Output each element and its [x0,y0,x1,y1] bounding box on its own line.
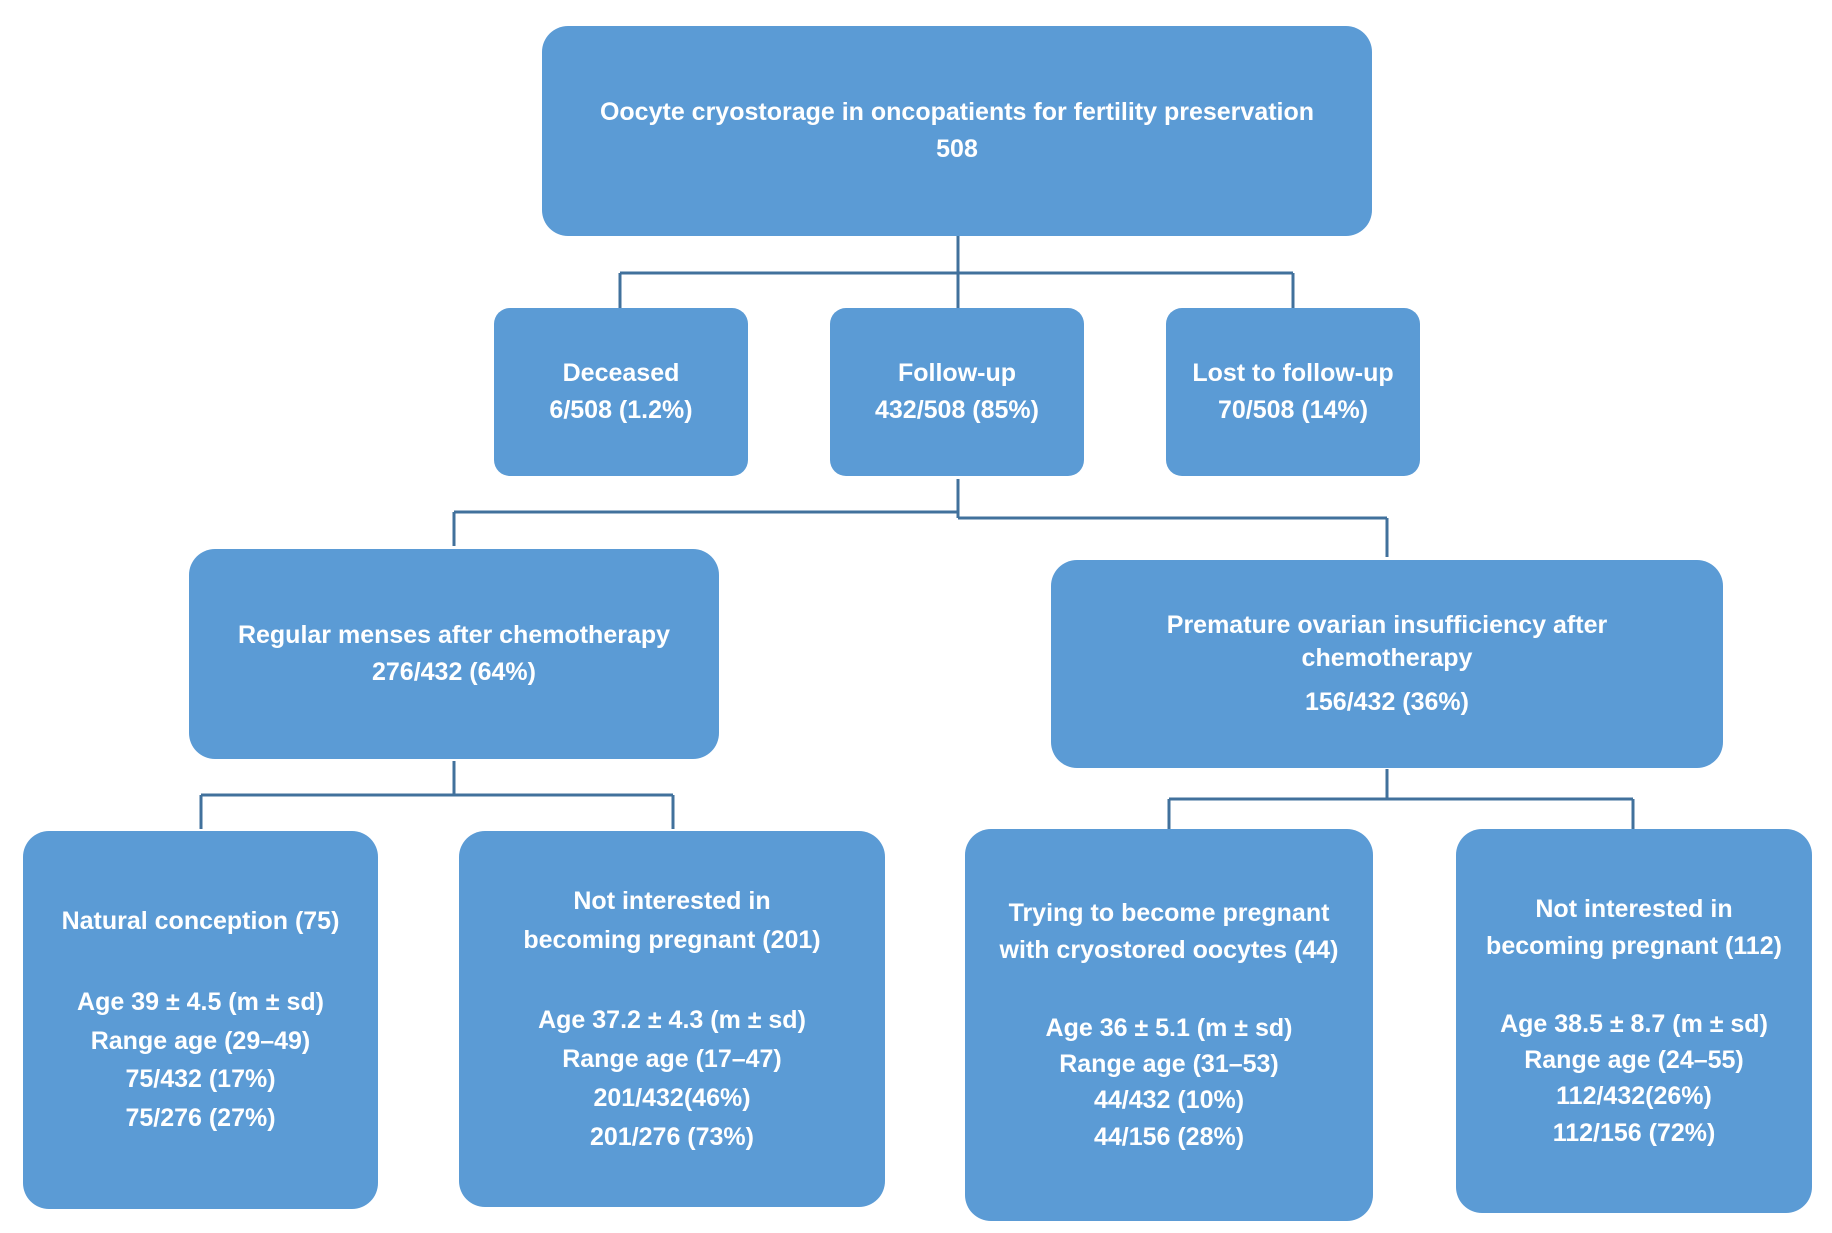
not-interested-regular-range: Range age (17–47) [562,1045,782,1073]
trying-age: Age 36 ± 5.1 (m ± sd) [1045,1013,1293,1042]
poi-title-line2: chemotherapy [1301,643,1473,672]
regular-menses-title: Regular menses after chemotherapy [237,620,671,649]
not-interested-poi-age: Age 38.5 ± 8.7 (m ± sd) [1500,1009,1768,1038]
lost-title: Lost to follow-up [1192,358,1394,387]
trying-range: Range age (31–53) [1059,1050,1279,1078]
natural-range: Range age (29–49) [90,1026,311,1055]
lost-node: Lost to follow-up 70/508 (14%) [1166,308,1420,476]
root-node: Oocyte cryostorage in oncopatients for f… [542,26,1372,236]
natural-age: Age 39 ± 4.5 (m ± sd) [77,987,324,1016]
regular-menses-value: 276/432 (64%) [371,658,536,686]
not-interested-poi-pct2: 112/156 (72%) [1552,1118,1716,1147]
root-title: Oocyte cryostorage in oncopatients for f… [599,97,1315,126]
trying-pct1: 44/432 (10%) [1093,1086,1245,1115]
not-interested-regular-pct1: 201/432(46%) [593,1083,751,1112]
not-interested-regular-title-line2: becoming pregnant (201) [523,925,821,954]
not-interested-poi-title-line1: Not interested in [1535,895,1733,924]
poi-value: 156/432 (36%) [1304,688,1469,717]
followup-node: Follow-up 432/508 (85%) [830,308,1084,476]
natural-pct2: 75/276 (27%) [125,1104,276,1133]
not-interested-poi-title-line2: becoming pregnant (112) [1486,931,1782,960]
poi-title-line1: Premature ovarian insufficiency after [1166,611,1608,640]
natural-pct1: 75/432 (17%) [125,1065,276,1094]
natural-title: Natural conception (75) [61,907,340,936]
not-interested-regular-pct2: 201/276 (73%) [589,1122,754,1151]
trying-pct2: 44/156 (28%) [1093,1122,1245,1151]
trying-pregnant-node: Trying to become pregnant with cryostore… [965,829,1373,1221]
connector-followup-to-level2 [452,479,1389,557]
not-interested-regular-title-line1: Not interested in [573,886,771,915]
deceased-node: Deceased 6/508 (1.2%) [494,308,748,476]
deceased-title: Deceased [562,358,680,387]
not-interested-regular-node: Not interested in becoming pregnant (201… [459,831,885,1207]
trying-title-line1: Trying to become pregnant [1008,899,1330,928]
regular-menses-node: Regular menses after chemotherapy 276/43… [189,549,719,759]
root-count: 508 [936,135,978,163]
poi-node: Premature ovarian insufficiency after ch… [1051,560,1723,768]
not-interested-regular-age: Age 37.2 ± 4.3 (m ± sd) [538,1006,806,1035]
deceased-value: 6/508 (1.2%) [549,396,693,424]
trying-title-line2: with cryostored oocytes (44) [999,935,1339,964]
lost-value: 70/508 (14%) [1217,396,1369,424]
not-interested-poi-pct1: 112/432(26%) [1556,1082,1712,1111]
connector-regular-to-level3 [199,761,675,829]
not-interested-poi-node: Not interested in becoming pregnant (112… [1456,829,1812,1213]
connector-poi-to-level3 [1167,769,1635,829]
not-interested-poi-range: Range age (24–55) [1524,1046,1744,1074]
followup-title: Follow-up [897,358,1017,387]
natural-conception-node: Natural conception (75) Age 39 ± 4.5 (m … [23,831,378,1209]
connector-root-to-level1 [618,236,1295,308]
followup-value: 432/508 (85%) [874,396,1039,424]
